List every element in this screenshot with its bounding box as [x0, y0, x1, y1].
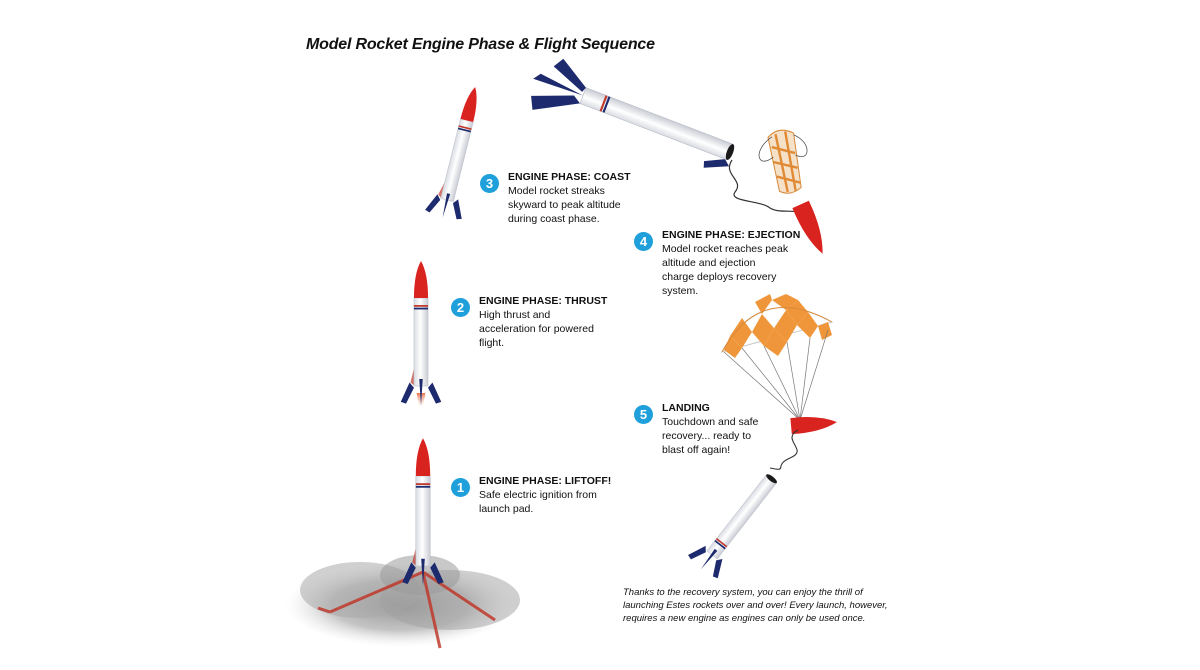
- step-heading: ENGINE PHASE: THRUST: [479, 295, 608, 307]
- launch-smoke: [285, 555, 520, 647]
- rocket-ejection: [531, 58, 823, 254]
- step-description: Model rocket reaches peak altitude and e…: [662, 243, 789, 297]
- step-description: Safe electric ignition from launch pad.: [479, 489, 597, 515]
- step-landing: 5 LANDING Touchdown and safe recovery...…: [634, 401, 762, 457]
- step-liftoff: 1 ENGINE PHASE: LIFTOFF! Safe electric i…: [451, 474, 611, 516]
- rocket-thrust: [400, 260, 442, 408]
- step-heading: ENGINE PHASE: LIFTOFF!: [479, 475, 612, 487]
- step-number-badge: 5: [634, 405, 653, 424]
- step-description: High thrust and acceleration for powered…: [479, 309, 594, 349]
- footnote: Thanks to the recovery system, you can e…: [623, 587, 888, 624]
- parachute: [721, 294, 837, 470]
- rocket-landing: [688, 474, 778, 579]
- step-heading: ENGINE PHASE: COAST: [508, 171, 631, 183]
- step-number-badge: 1: [451, 478, 470, 497]
- step-number-badge: 3: [480, 174, 499, 193]
- step-heading: LANDING: [662, 402, 710, 414]
- step-thrust: 2 ENGINE PHASE: THRUST High thrust and a…: [451, 294, 609, 350]
- step-heading: ENGINE PHASE: EJECTION: [662, 229, 801, 241]
- diagram-title: Model Rocket Engine Phase & Flight Seque…: [306, 36, 655, 53]
- step-coast: 3 ENGINE PHASE: COAST Model rocket strea…: [480, 170, 631, 226]
- step-number-badge: 4: [634, 232, 653, 251]
- step-description: Model rocket streaks skyward to peak alt…: [508, 185, 621, 225]
- step-ejection: 4 ENGINE PHASE: EJECTION Model rocket re…: [634, 228, 800, 298]
- step-number-badge: 2: [451, 298, 470, 317]
- step-description: Touchdown and safe recovery... ready to …: [662, 416, 759, 456]
